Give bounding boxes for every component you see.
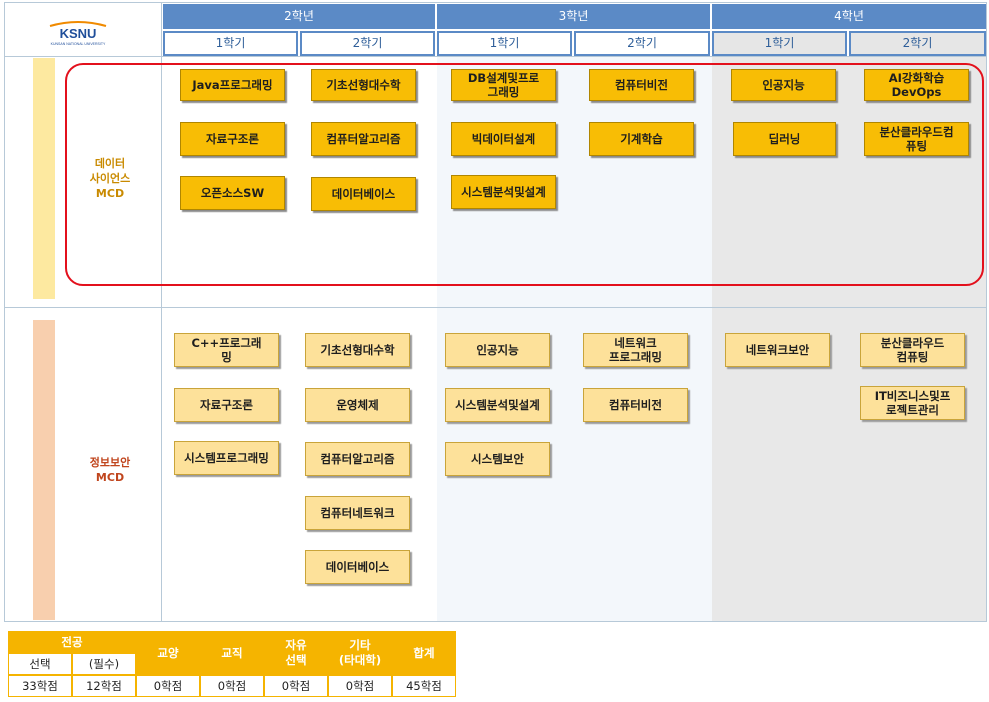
data-science-highlight bbox=[65, 63, 984, 286]
course-box: 데이터베이스 bbox=[305, 550, 410, 584]
header-divider bbox=[4, 56, 987, 57]
course-box: 기초선형대수학 bbox=[311, 69, 416, 101]
course-box: 시스템프로그래밍 bbox=[174, 441, 279, 475]
course-box: 분산클라우드 컴퓨팅 bbox=[860, 333, 965, 367]
data-science-label-line3: MCD bbox=[95, 187, 125, 200]
free-label-line2: 선택 bbox=[285, 653, 307, 667]
course-box: 시스템분석및설계 bbox=[445, 388, 550, 422]
elective-value: 33학점 bbox=[8, 675, 72, 697]
course-box: 오픈소스SW bbox=[180, 176, 285, 210]
other-header: 기타 (타대학) bbox=[328, 631, 392, 675]
total-value: 45학점 bbox=[392, 675, 456, 697]
course-box: 시스템보안 bbox=[445, 442, 550, 476]
course-box: 운영체제 bbox=[305, 388, 410, 422]
semester-y2s1: 1학기 bbox=[163, 31, 298, 56]
free-elective-value: 0학점 bbox=[264, 675, 328, 697]
required-header: (필수) bbox=[72, 653, 136, 675]
total-header: 합계 bbox=[392, 631, 456, 675]
course-box: 기계학습 bbox=[589, 122, 694, 156]
course-box: AI강화학습 DevOps bbox=[864, 69, 969, 101]
course-box: DB설계및프로 그래밍 bbox=[451, 69, 556, 101]
ksnu-logo: KSNU KUNSAN NATIONAL UNIVERSITY bbox=[48, 20, 108, 46]
course-box: 컴퓨터네트워크 bbox=[305, 496, 410, 530]
course-box: 딥러닝 bbox=[733, 122, 836, 156]
course-box: 네트워크 프로그래밍 bbox=[583, 333, 688, 367]
free-label-line1: 자유 bbox=[285, 638, 307, 652]
major-header: 전공 bbox=[8, 631, 136, 653]
data-science-sidebar bbox=[33, 58, 55, 299]
course-box: 시스템분석및설계 bbox=[451, 175, 556, 209]
teaching-header: 교직 bbox=[200, 631, 264, 675]
semester-y2s2: 2학기 bbox=[300, 31, 435, 56]
curriculum-frame bbox=[4, 2, 987, 622]
required-value: 12학점 bbox=[72, 675, 136, 697]
course-box: 데이터베이스 bbox=[311, 177, 416, 211]
data-science-label-line2: 사이언스 bbox=[89, 172, 131, 185]
teaching-value: 0학점 bbox=[200, 675, 264, 697]
course-box: 컴퓨터비전 bbox=[589, 69, 694, 101]
svg-text:KUNSAN NATIONAL UNIVERSITY: KUNSAN NATIONAL UNIVERSITY bbox=[51, 42, 106, 46]
security-sidebar bbox=[33, 320, 55, 620]
course-box: C++프로그래 밍 bbox=[174, 333, 279, 367]
course-box: 네트워크보안 bbox=[725, 333, 830, 367]
semester-y3s1: 1학기 bbox=[437, 31, 572, 56]
semester-y3s2: 2학기 bbox=[574, 31, 710, 56]
year-header-2: 2학년 bbox=[163, 4, 435, 29]
course-box: 컴퓨터알고리즘 bbox=[311, 122, 416, 156]
security-label-line1: 정보보안 bbox=[89, 456, 131, 469]
course-box: 컴퓨터알고리즘 bbox=[305, 442, 410, 476]
course-box: 인공지능 bbox=[731, 69, 836, 101]
course-box: IT비즈니스및프 로젝트관리 bbox=[860, 386, 965, 420]
course-box: 자료구조론 bbox=[180, 122, 285, 156]
year-header-3: 3학년 bbox=[437, 4, 710, 29]
other-label-line2: (타대학) bbox=[338, 653, 382, 667]
elective-header: 선택 bbox=[8, 653, 72, 675]
course-box: 기초선형대수학 bbox=[305, 333, 410, 367]
security-track-label: 정보보안 MCD bbox=[60, 455, 160, 485]
course-box: 인공지능 bbox=[445, 333, 550, 367]
track-divider bbox=[4, 307, 987, 308]
svg-text:KSNU: KSNU bbox=[60, 26, 97, 41]
general-header: 교양 bbox=[136, 631, 200, 675]
data-science-track-label: 데이터 사이언스 MCD bbox=[60, 156, 160, 201]
semester-y4s2: 2학기 bbox=[849, 31, 986, 56]
data-science-label-line1: 데이터 bbox=[94, 157, 126, 170]
year-header-4: 4학년 bbox=[712, 4, 986, 29]
general-value: 0학점 bbox=[136, 675, 200, 697]
course-box: 컴퓨터비전 bbox=[583, 388, 688, 422]
course-box: 분산클라우드컴 퓨팅 bbox=[864, 122, 969, 156]
course-box: Java프로그래밍 bbox=[180, 69, 285, 101]
other-label-line1: 기타 bbox=[349, 638, 371, 652]
course-box: 자료구조론 bbox=[174, 388, 279, 422]
other-value: 0학점 bbox=[328, 675, 392, 697]
credits-table: 전공 선택 (필수) 교양 교직 자유 선택 기타 (타대학) 합계 33학점 … bbox=[8, 631, 456, 697]
course-box: 빅데이터설계 bbox=[451, 122, 556, 156]
free-elective-header: 자유 선택 bbox=[264, 631, 328, 675]
label-column-divider bbox=[161, 2, 162, 622]
security-label-line2: MCD bbox=[95, 471, 125, 484]
semester-y4s1: 1학기 bbox=[712, 31, 847, 56]
